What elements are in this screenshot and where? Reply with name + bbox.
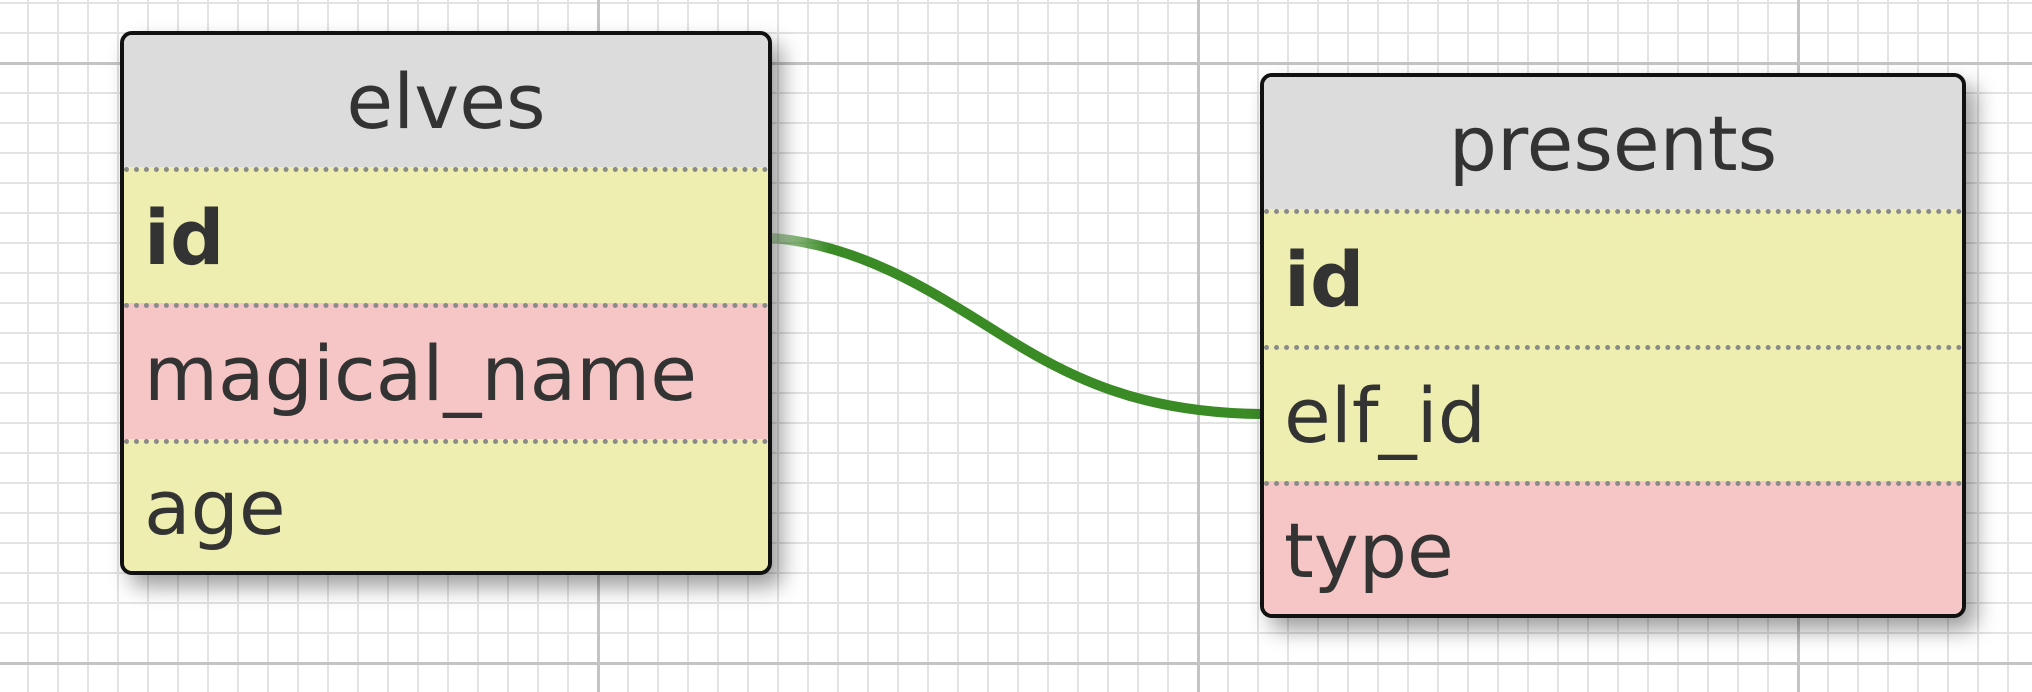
field-row-id[interactable]: id [1264, 209, 1962, 345]
field-name: id [1284, 235, 1365, 324]
field-row-id[interactable]: id [124, 167, 768, 303]
field-row-type[interactable]: type [1264, 481, 1962, 614]
field-row-magical-name[interactable]: magical_name [124, 303, 768, 439]
field-row-elf-id[interactable]: elf_id [1264, 345, 1962, 481]
table-header: elves [124, 35, 768, 167]
relationship-line-elves-id-to-presents-elf-id[interactable] [771, 233, 1263, 419]
field-name: age [144, 463, 286, 552]
table-title: presents [1448, 98, 1778, 188]
table-title: elves [346, 56, 546, 146]
field-name: elf_id [1284, 371, 1486, 460]
table-header: presents [1264, 77, 1962, 209]
field-name: type [1284, 505, 1454, 595]
field-row-age[interactable]: age [124, 439, 768, 571]
table-elves[interactable]: elves id magical_name age [120, 31, 772, 575]
table-presents[interactable]: presents id elf_id type [1260, 73, 1966, 618]
field-name: id [144, 193, 225, 282]
field-name: magical_name [144, 329, 697, 418]
